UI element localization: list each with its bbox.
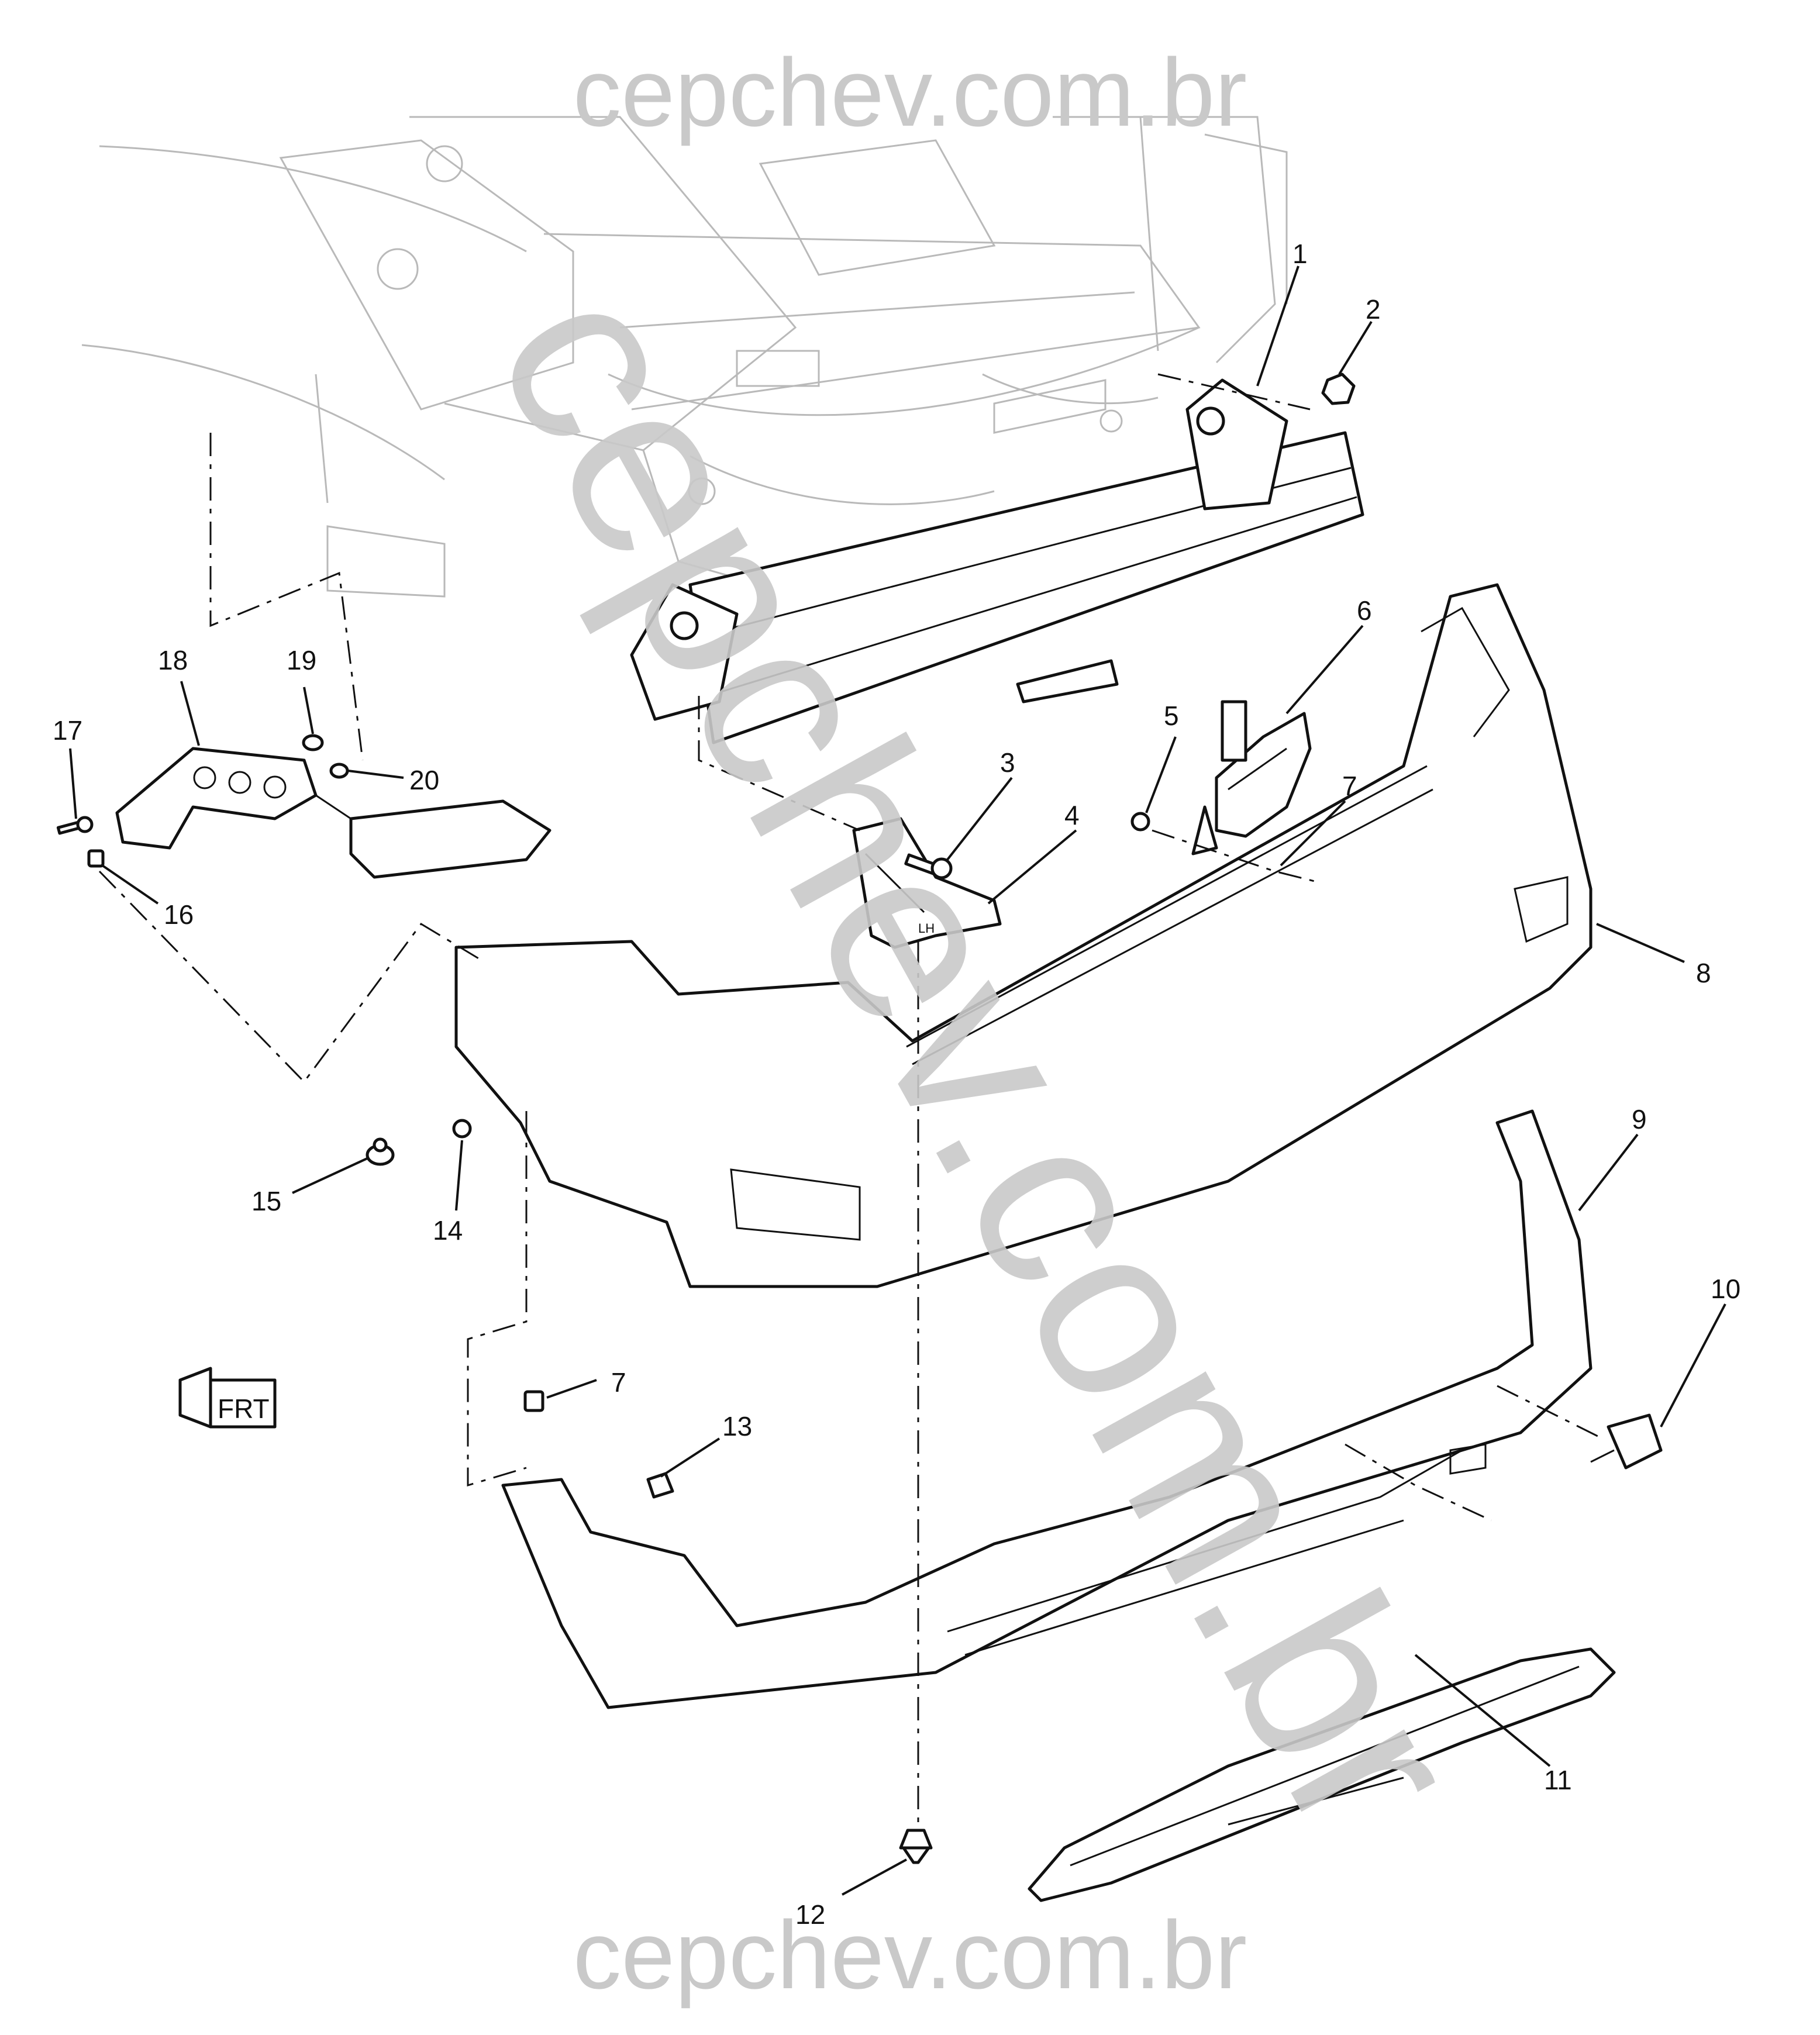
bolt-part-3 [904, 853, 953, 879]
callout-17: 17 [53, 715, 82, 746]
callout-15: 15 [251, 1186, 281, 1216]
bolt-part-5 [1130, 812, 1150, 832]
callout-13: 13 [722, 1411, 752, 1441]
callout-8: 8 [1696, 958, 1711, 988]
clip-part-19 [302, 734, 324, 751]
front-arrow-label: FRT [218, 1394, 270, 1424]
callout-7-upper: 7 [1342, 771, 1357, 801]
callout-20: 20 [409, 765, 439, 795]
callout-10: 10 [1711, 1274, 1740, 1304]
callout-11: 11 [1544, 1765, 1572, 1795]
callout-19: 19 [287, 645, 316, 675]
washer-part-20 [329, 763, 349, 779]
clip-part-16 [87, 849, 105, 868]
callout-9: 9 [1632, 1104, 1647, 1134]
watermark-bottom: cepchev.com.br [573, 1901, 1247, 2009]
callout-1: 1 [1292, 239, 1308, 269]
callout-2: 2 [1366, 294, 1381, 325]
nut-part-13 [646, 1472, 674, 1499]
front-orientation-arrow: FRT [178, 1367, 277, 1429]
callout-3: 3 [1000, 747, 1015, 778]
leader-lines [69, 265, 1726, 1896]
bumper-side-bracket [115, 747, 551, 879]
bracket-lh-marking: LH [918, 921, 935, 936]
callout-16: 16 [164, 899, 194, 930]
callout-labels: 1 2 3 4 5 6 7 7 8 9 10 11 12 13 14 15 16… [53, 239, 1740, 1930]
callout-7-lower: 7 [611, 1367, 626, 1398]
screw-part-14 [452, 1119, 472, 1139]
callout-4: 4 [1064, 800, 1080, 830]
callout-6: 6 [1357, 595, 1372, 626]
callout-18: 18 [158, 645, 188, 675]
nut-part-2 [1321, 372, 1356, 405]
impact-bar [630, 378, 1364, 744]
vehicle-body-ghost [81, 116, 1288, 598]
clip-part-7-lower [523, 1390, 544, 1412]
alignment-lines [98, 373, 1603, 1830]
callout-14: 14 [433, 1215, 463, 1246]
bracket-lh: LH [852, 817, 1002, 949]
reflector-lamp [1191, 700, 1312, 856]
push-pin-part-12 [899, 1829, 933, 1864]
lower-fascia [501, 1109, 1592, 1709]
screw-part-17 [56, 816, 94, 835]
tow-hook-cover [1590, 1413, 1663, 1470]
callout-12: 12 [795, 1899, 825, 1930]
callout-5: 5 [1164, 701, 1179, 731]
upper-fascia [454, 583, 1592, 1288]
screw-part-15 [366, 1137, 395, 1166]
skid-plate-trim [1028, 1647, 1616, 1902]
watermark-top: cepchev.com.br [573, 39, 1247, 146]
